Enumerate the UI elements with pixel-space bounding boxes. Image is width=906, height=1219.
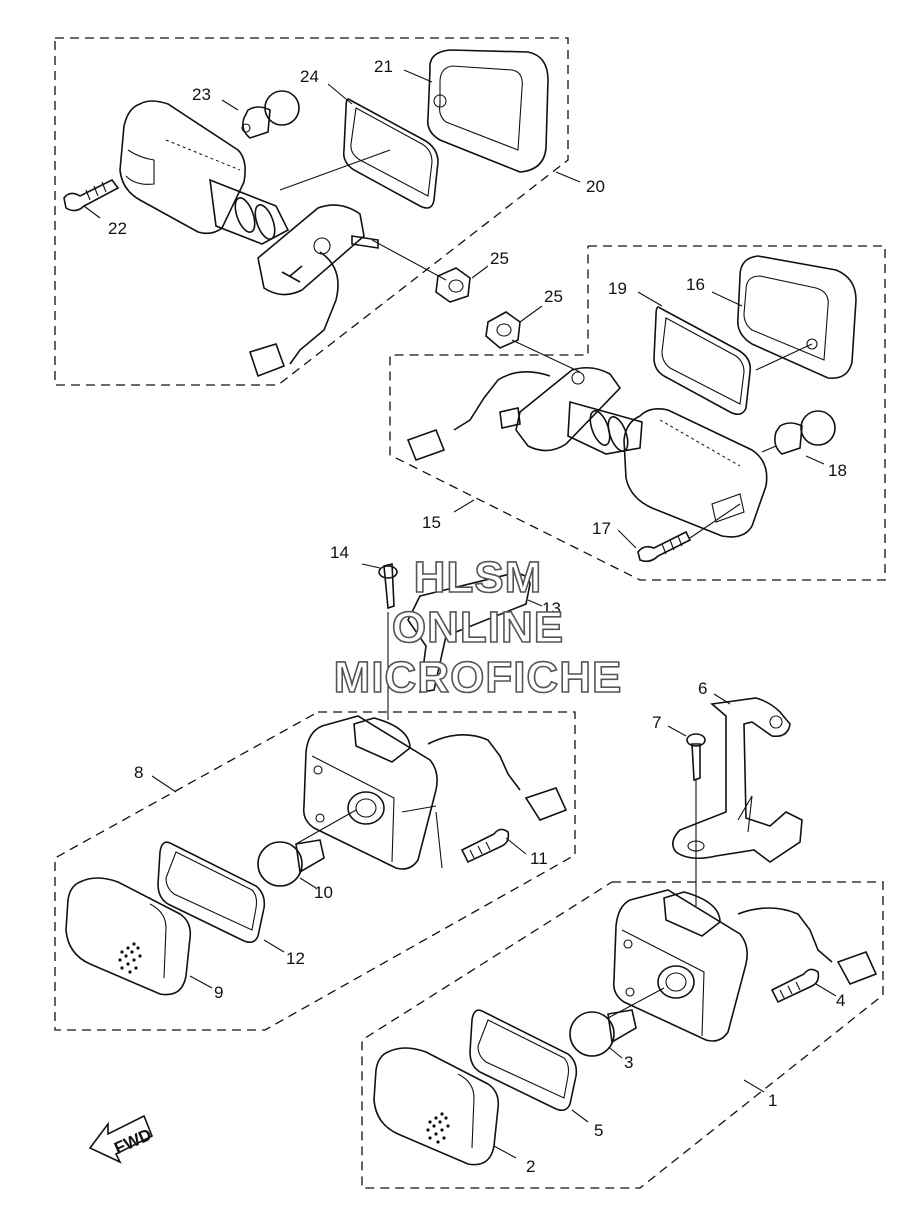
part-label-22: 22 <box>108 219 127 238</box>
part-label-25-lower: 25 <box>544 287 563 306</box>
bracket-6 <box>667 693 803 906</box>
part-label-1: 1 <box>768 1091 777 1110</box>
flasher-assembly-15 <box>389 245 886 581</box>
part-label-19: 19 <box>608 279 627 298</box>
part-label-2: 2 <box>526 1157 535 1176</box>
part-label-14: 14 <box>330 543 349 562</box>
watermark-line-2: ONLINE <box>391 603 565 652</box>
part-label-17: 17 <box>592 519 611 538</box>
lens-dimple-pattern <box>118 942 142 974</box>
part-label-3: 3 <box>624 1053 633 1072</box>
bracket-13 <box>361 562 543 720</box>
part-label-15: 15 <box>422 513 441 532</box>
part-labels: 1 2 3 4 5 6 7 8 9 10 11 12 13 14 15 16 1… <box>108 57 847 1176</box>
part-label-5: 5 <box>594 1121 603 1140</box>
part-label-7: 7 <box>652 713 661 732</box>
part-label-4: 4 <box>836 991 845 1010</box>
watermark-line-3: MICROFICHE <box>333 653 623 702</box>
watermark-line-1: HLSM <box>413 553 543 602</box>
flasher-assembly-20 <box>54 37 581 386</box>
part-label-10: 10 <box>314 883 333 902</box>
part-label-11: 11 <box>530 849 548 868</box>
part-label-23: 23 <box>192 85 211 104</box>
part-label-16: 16 <box>686 275 705 294</box>
part-label-20: 20 <box>586 177 605 196</box>
lens-dimple-pattern <box>426 1112 450 1144</box>
part-label-18: 18 <box>828 461 847 480</box>
part-label-6: 6 <box>698 679 707 698</box>
flasher-assembly-8 <box>54 711 576 1031</box>
part-label-13: 13 <box>542 599 561 618</box>
part-label-12: 12 <box>286 949 305 968</box>
flasher-assembly-1 <box>361 881 884 1189</box>
fwd-arrow-icon: FWD <box>88 1114 154 1164</box>
part-label-9: 9 <box>214 983 223 1002</box>
part-label-21: 21 <box>374 57 393 76</box>
part-label-25-upper: 25 <box>490 249 509 268</box>
nut-25-lower <box>485 305 581 373</box>
nut-25-upper <box>435 265 489 303</box>
part-label-8: 8 <box>134 763 143 782</box>
part-label-24: 24 <box>300 67 319 86</box>
